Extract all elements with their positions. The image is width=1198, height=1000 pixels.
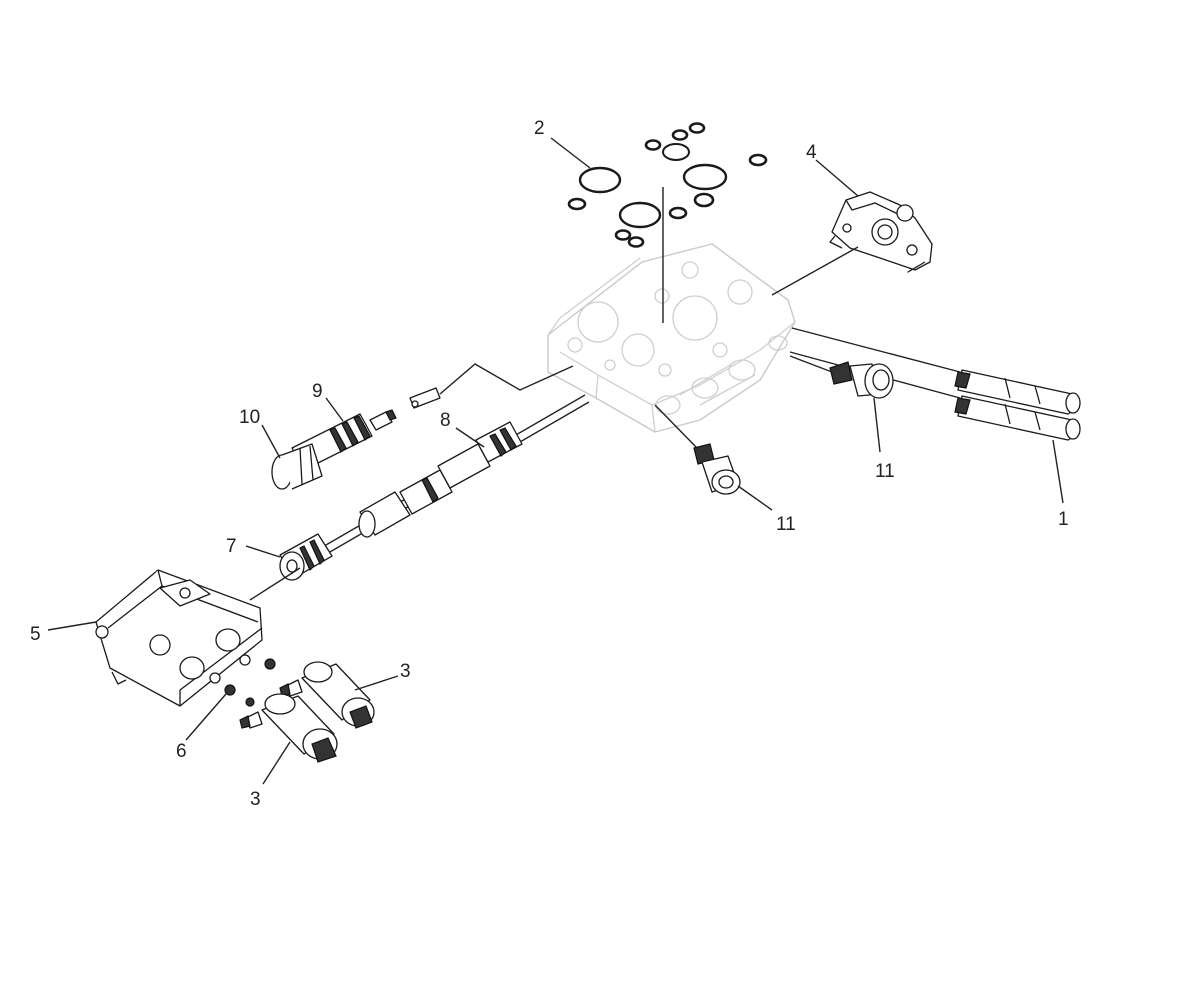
callout-3-lower: 3	[250, 789, 261, 810]
solenoid-cartridge-pair	[954, 369, 1081, 441]
seal-rings	[224, 658, 276, 707]
valve-housing	[547, 243, 796, 433]
callout-6: 6	[176, 741, 187, 762]
callout-7: 7	[226, 536, 237, 557]
callout-5: 5	[30, 624, 41, 645]
callout-8: 8	[440, 410, 451, 431]
callout-10: 10	[239, 407, 260, 428]
o-ring-set	[567, 122, 768, 323]
callout-11-right: 11	[875, 461, 895, 482]
pressure-relief-valve-upper	[829, 361, 894, 399]
solenoid-coil-lower	[239, 693, 338, 763]
end-cover	[829, 191, 933, 273]
callout-1: 1	[1058, 509, 1069, 530]
solenoid-coil-upper	[279, 661, 375, 729]
control-spool	[299, 394, 590, 568]
callout-3-upper: 3	[400, 661, 411, 682]
callout-2: 2	[534, 118, 545, 139]
end-plug	[271, 443, 323, 490]
callout-4: 4	[806, 142, 817, 163]
callout-9: 9	[312, 381, 323, 402]
callout-labels: 1 2 3 3 4 5 6 7 8 9 10 11 11	[30, 118, 1069, 810]
callout-11-lower: 11	[776, 514, 796, 535]
callout-leaders	[47, 137, 1064, 785]
spring-assembly	[279, 533, 333, 581]
solenoid-mount-block	[95, 569, 263, 707]
pressure-relief-valve-lower	[693, 443, 741, 495]
